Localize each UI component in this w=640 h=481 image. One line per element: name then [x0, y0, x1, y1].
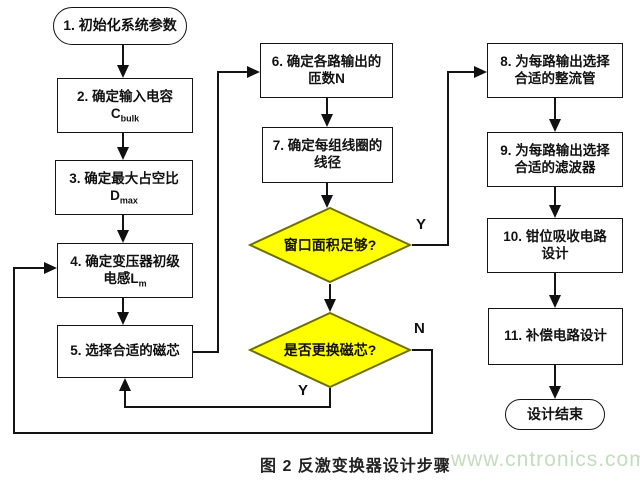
- node-step7-line2: 线径: [314, 155, 341, 170]
- arrow-up-icon: [119, 378, 131, 391]
- arrow-down-icon: [321, 195, 333, 208]
- arrow-right-icon: [44, 262, 57, 274]
- node-step4-line1: 4. 确定变压器初级: [70, 253, 180, 269]
- node-step4-line2: 电感Lm: [103, 270, 147, 289]
- arrow-down-icon: [117, 65, 129, 78]
- node-step2-line2: Cbulk: [110, 105, 140, 124]
- arrow-down-icon: [549, 119, 561, 132]
- arrow-down-icon: [117, 312, 129, 325]
- connector-d2-5-seg1: [329, 388, 331, 408]
- connector-5-6-seg1: [193, 351, 219, 353]
- decision-window-area: 窗口面积足够?: [248, 207, 412, 283]
- connector-d1-8-seg2: [447, 71, 449, 246]
- branch-label-d2-no: N: [414, 320, 425, 337]
- node-step7-wire-diameter: 7. 确定每组线圈的 线径: [262, 127, 393, 183]
- connector-d2-4-seg3: [13, 432, 433, 434]
- node-step11-label: 11. 补偿电路设计: [504, 328, 607, 344]
- decision-window-area-label: 窗口面积足够?: [283, 237, 377, 253]
- connector-7-d1: [326, 183, 328, 197]
- node-step7-line1: 7. 确定每组线圈的: [272, 138, 383, 154]
- connector-d1-8-seg3: [447, 71, 474, 73]
- connector-11-end: [554, 365, 556, 388]
- node-step10-line1: 10. 钳位吸收电路: [503, 228, 607, 244]
- connector-d2-4-seg2: [431, 349, 433, 434]
- node-step6-line2: 匝数N: [308, 70, 345, 86]
- node-step6-turns: 6. 确定各路输出的 匝数N: [260, 43, 393, 98]
- node-end: 设计结束: [505, 399, 605, 430]
- node-step3-line1: 3. 确定最大占空比: [69, 170, 179, 186]
- connector-2-3: [122, 133, 124, 149]
- connector-d2-5-seg2: [124, 406, 331, 408]
- arrow-right-icon: [247, 66, 260, 78]
- node-step4-primary-inductance: 4. 确定变压器初级 电感Lm: [57, 243, 193, 298]
- node-start-label: 1. 初始化系统参数: [63, 17, 177, 34]
- connector-d2-4-seg5: [13, 267, 44, 269]
- connector-d2-5-seg3: [124, 389, 126, 408]
- connector-6-7: [326, 98, 328, 116]
- arrow-down-icon: [324, 299, 336, 312]
- node-step9-line1: 9. 为每路输出选择: [500, 142, 610, 158]
- connector-d1-d2: [329, 284, 331, 301]
- arrow-down-icon: [549, 386, 561, 399]
- connector-5-6-seg3: [217, 71, 247, 73]
- node-step8-line2: 合适的整流管: [514, 70, 596, 86]
- arrow-down-icon: [549, 295, 561, 308]
- node-end-label: 设计结束: [527, 405, 583, 422]
- node-step8-line1: 8. 为每路输出选择: [500, 53, 610, 69]
- node-step11-compensation: 11. 补偿电路设计: [488, 308, 623, 365]
- watermark-text: www.cntronics.com: [451, 448, 640, 471]
- connector-1-2: [122, 45, 124, 67]
- diamond-shape-icon: [248, 312, 412, 388]
- node-step5-select-core: 5. 选择合适的磁芯: [57, 325, 193, 378]
- node-step9-line2: 合适的滤波器: [514, 159, 596, 175]
- node-step5-label: 5. 选择合适的磁芯: [70, 343, 180, 359]
- decision-change-core: 是否更换磁芯?: [248, 312, 412, 388]
- connector-d2-4-seg4: [13, 267, 15, 434]
- connector-5-6-seg2: [217, 71, 219, 353]
- arrow-right-icon: [474, 66, 487, 78]
- figure-caption: 图 2 反激变换器设计步骤: [260, 458, 451, 475]
- connector-9-10: [554, 187, 556, 207]
- decision-change-core-label: 是否更换磁芯?: [283, 342, 377, 358]
- branch-label-d2-yes: Y: [298, 382, 309, 399]
- arrow-down-icon: [117, 230, 129, 243]
- diamond-shape-icon: [248, 207, 412, 283]
- node-step10-clamp-circuit: 10. 钳位吸收电路 设计: [487, 218, 623, 273]
- connector-4-5: [122, 298, 124, 314]
- node-step10-line2: 设计: [541, 245, 569, 261]
- connector-10-11: [554, 273, 556, 297]
- connector-8-9: [554, 98, 556, 121]
- node-start: 1. 初始化系统参数: [53, 7, 187, 45]
- node-step2-input-capacitance: 2. 确定输入电容 Cbulk: [57, 78, 193, 133]
- node-step3-line2: Dmax: [110, 187, 138, 206]
- node-step2-line1: 2. 确定输入电容: [76, 88, 173, 104]
- node-step6-line1: 6. 确定各路输出的: [271, 53, 382, 69]
- arrow-down-icon: [117, 147, 129, 160]
- node-step9-filter: 9. 为每路输出选择 合适的滤波器: [487, 132, 623, 187]
- arrow-down-icon: [321, 114, 333, 127]
- connector-d2-4-seg1: [412, 349, 433, 351]
- arrow-down-icon: [549, 205, 561, 218]
- node-step3-max-duty: 3. 确定最大占空比 Dmax: [55, 160, 193, 215]
- branch-label-d1-yes: Y: [416, 216, 427, 233]
- connector-d1-8-seg1: [412, 244, 449, 246]
- connector-3-4: [122, 215, 124, 232]
- node-step8-rectifier: 8. 为每路输出选择 合适的整流管: [487, 43, 623, 98]
